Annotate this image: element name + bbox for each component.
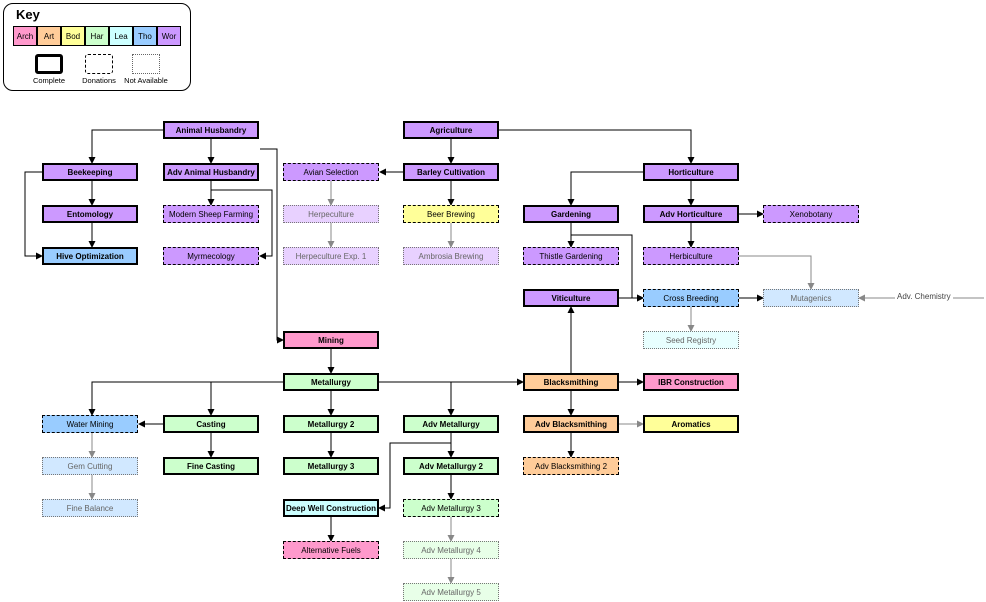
tech-node-myrmecology[interactable]: Myrmecology [163,247,259,265]
edge [211,189,273,260]
tech-node-fine-casting[interactable]: Fine Casting [163,457,259,475]
legend-donations-label: Donations [82,76,116,85]
edge [567,171,643,206]
tech-node-adv-metallurgy-2[interactable]: Adv Metallurgy 2 [403,457,499,475]
legend-key: Key Arch Art Bod Har Lea Tho Wor Complet… [3,3,191,91]
tech-node-hive-optimization[interactable]: Hive Optimization [42,247,138,265]
tech-node-xenobotany[interactable]: Xenobotany [763,205,859,223]
tech-node-adv-metallurgy-5[interactable]: Adv Metallurgy 5 [403,583,499,601]
legend-na-label: Not Available [124,76,168,85]
tech-node-adv-blacksmithing-2[interactable]: Adv Blacksmithing 2 [523,457,619,475]
tech-node-aromatics[interactable]: Aromatics [643,415,739,433]
tech-node-beekeeping[interactable]: Beekeeping [42,163,138,181]
legend-swatch-har: Har [85,26,109,46]
tech-node-entomology[interactable]: Entomology [42,205,138,223]
tech-node-alternative-fuels[interactable]: Alternative Fuels [283,541,379,559]
edge [739,255,815,290]
edge [24,171,43,260]
legend-swatch-art: Art [37,26,61,46]
legend-na-box [132,54,160,74]
tech-node-ibr-construction[interactable]: IBR Construction [643,373,739,391]
tech-node-adv-metallurgy-4[interactable]: Adv Metallurgy 4 [403,541,499,559]
legend-complete-label: Complete [32,76,66,85]
tech-node-ambrosia-brewing[interactable]: Ambrosia Brewing [403,247,499,265]
tech-node-horticulture[interactable]: Horticulture [643,163,739,181]
tech-node-thistle-gardening[interactable]: Thistle Gardening [523,247,619,265]
tech-node-viticulture[interactable]: Viticulture [523,289,619,307]
tech-node-adv-metallurgy[interactable]: Adv Metallurgy [403,415,499,433]
tech-node-adv-animal-husbandry[interactable]: Adv Animal Husbandry [163,163,259,181]
tech-node-adv-metallurgy-3[interactable]: Adv Metallurgy 3 [403,499,499,517]
external-label-adv-chemistry: Adv. Chemistry [895,292,953,301]
tech-node-herpeculture[interactable]: Herpeculture [283,205,379,223]
tech-node-metallurgy[interactable]: Metallurgy [283,373,379,391]
tech-node-modern-sheep-farming[interactable]: Modern Sheep Farming [163,205,259,223]
tech-node-gardening[interactable]: Gardening [523,205,619,223]
legend-complete-box [35,54,63,74]
tech-node-fine-balance[interactable]: Fine Balance [42,499,138,517]
edge [378,442,451,512]
tech-node-cross-breeding[interactable]: Cross Breeding [643,289,739,307]
legend-swatch-lea: Lea [109,26,133,46]
tech-node-casting[interactable]: Casting [163,415,259,433]
edge [499,129,695,164]
edge [379,381,455,416]
legend-donations-box [85,54,113,74]
tech-node-agriculture[interactable]: Agriculture [403,121,499,139]
legend-swatch-arch: Arch [13,26,37,46]
tech-node-seed-registry[interactable]: Seed Registry [643,331,739,349]
tech-node-mining[interactable]: Mining [283,331,379,349]
legend-title: Key [16,7,40,22]
edge [88,129,163,164]
tech-node-barley-cultivation[interactable]: Barley Cultivation [403,163,499,181]
tech-node-adv-horticulture[interactable]: Adv Horticulture [643,205,739,223]
legend-swatch-tho: Tho [133,26,157,46]
tech-node-deep-well-construction[interactable]: Deep Well Construction [283,499,379,517]
edge [260,148,284,344]
tech-node-gem-cutting[interactable]: Gem Cutting [42,457,138,475]
tech-node-herpeculture-exp-1[interactable]: Herpeculture Exp. 1 [283,247,379,265]
tech-node-herbiculture[interactable]: Herbiculture [643,247,739,265]
tech-node-avian-selection[interactable]: Avian Selection [283,163,379,181]
tech-node-water-mining[interactable]: Water Mining [42,415,138,433]
tech-node-metallurgy-3[interactable]: Metallurgy 3 [283,457,379,475]
tech-node-adv-blacksmithing[interactable]: Adv Blacksmithing [523,415,619,433]
tech-node-metallurgy-2[interactable]: Metallurgy 2 [283,415,379,433]
tech-node-animal-husbandry[interactable]: Animal Husbandry [163,121,259,139]
edge [88,381,283,416]
tech-node-blacksmithing[interactable]: Blacksmithing [523,373,619,391]
legend-swatch-wor: Wor [157,26,181,46]
tech-node-mutagenics[interactable]: Mutagenics [763,289,859,307]
tech-node-beer-brewing[interactable]: Beer Brewing [403,205,499,223]
legend-swatch-bod: Bod [61,26,85,46]
